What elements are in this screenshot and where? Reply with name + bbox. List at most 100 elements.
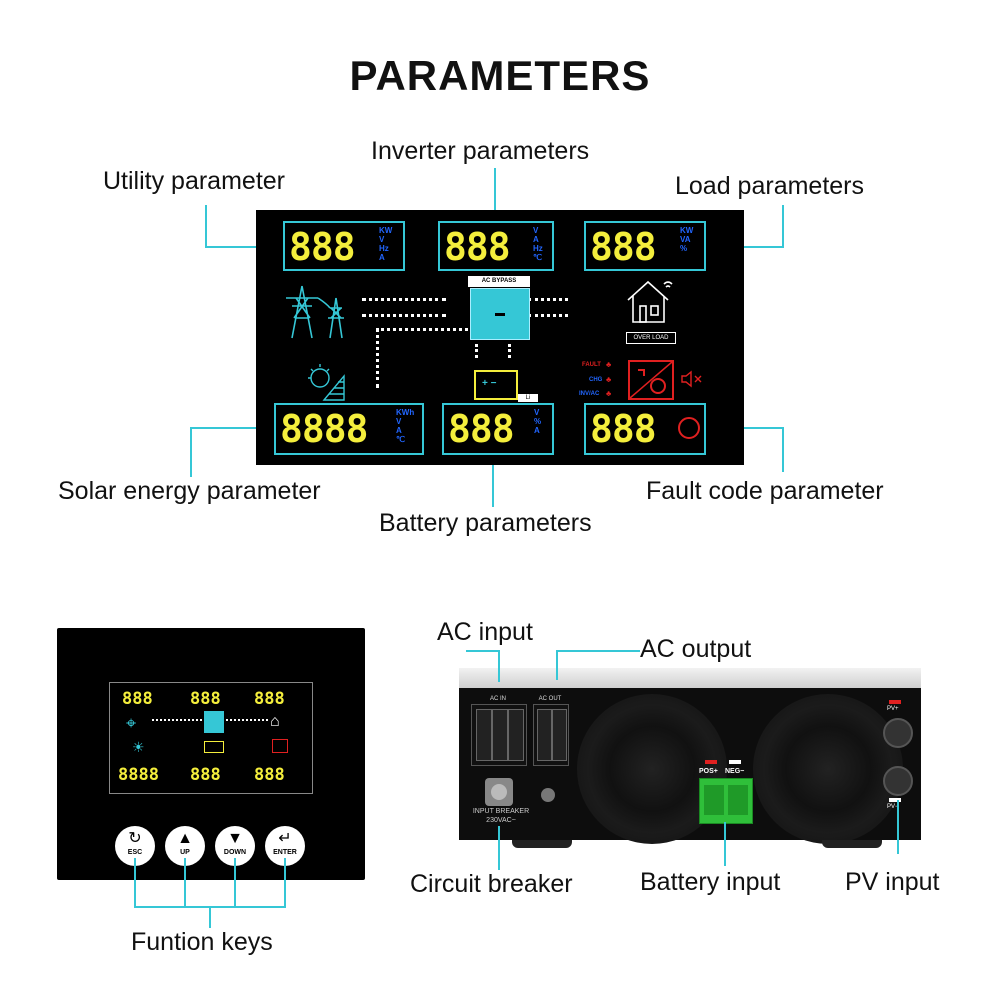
mini-fault-digits: 888 [254,765,285,785]
battery-readout: 888 V % A [442,403,554,455]
leader-ac-output-v [556,650,558,680]
down-button[interactable]: ▼ DOWN [215,826,255,866]
ac-in-label: AC IN [489,696,506,702]
unit-v: V [534,408,540,417]
device-foot-right [822,840,882,848]
load-readout: 888 KW VA % [584,221,706,271]
unit-celsius: ℃ [533,253,542,262]
fault-buzzer-icon [678,417,700,439]
mini-solar-digits: 8888 [118,765,159,785]
fault-readout: 888 [584,403,706,455]
battery-units: V % A [534,408,541,435]
label-utility-parameter: Utility parameter [103,167,285,195]
unit-a: A [396,426,402,435]
esc-label: ESC [127,849,143,856]
pos-label: POS+ [699,768,718,775]
label-ac-input: AC input [437,618,533,646]
leader-ac-output-h [556,650,640,652]
battery-icon: + − [474,370,518,400]
label-solar-energy-parameter: Solar energy parameter [58,477,321,505]
pv-negative-connector[interactable] [883,766,913,796]
status-inv: INV/AC [579,391,600,397]
fault-digits: 888 [590,407,657,451]
leader-fault-h [706,427,784,429]
leader-solar [190,427,192,477]
leader-battery [492,455,494,507]
panel-mini-lcd: 888 888 888 ⌖ ⌂ ☀ 8888 888 888 [109,682,313,794]
front-panel: 888 888 888 ⌖ ⌂ ☀ 8888 888 888 ↻ ESC ▲ U… [57,628,365,880]
up-label: UP [180,849,190,856]
triangle-up-icon: ▲ [177,830,193,847]
unit-celsius: ℃ [396,435,405,444]
triangle-down-icon: ▼ [227,830,243,847]
unit-a: A [533,235,539,244]
device-foot-left [512,840,572,848]
label-function-keys: Funtion keys [131,928,273,956]
battery-arrow-up [508,344,511,358]
unit-hz: Hz [533,244,543,253]
mini-inverter-icon [204,711,224,733]
unit-a: A [534,426,540,435]
mini-arrow-right [226,719,268,721]
input-breaker-knob[interactable] [485,778,513,806]
pv-neg-label: PV− [887,804,899,810]
pv-pos-label: PV+ [887,706,899,712]
label-load-parameters: Load parameters [675,172,865,200]
leader-pv-input [897,800,899,854]
page-title: PARAMETERS [349,52,651,99]
leader-ac-input [498,650,500,682]
status-chg: CHG [589,377,603,383]
unit-kw: KW [680,226,694,235]
inverter-icon [470,288,530,340]
leader-battery-input [724,822,726,866]
mini-fault-icon [272,739,288,753]
solar-path-top [376,328,468,331]
mini-battery-digits: 888 [190,765,221,785]
unit-kw: KW [379,226,393,235]
power-tower-icon [286,285,344,339]
solar-units: KWh V A ℃ [396,408,414,444]
utility-digits: 888 [289,225,356,269]
fault-led-icon: ♣ [606,360,612,369]
inverter-digits: 888 [444,225,511,269]
label-battery-parameters: Battery parameters [379,509,592,537]
utility-to-inverter-arrow-1 [362,298,446,301]
utility-to-inverter-arrow-2 [362,314,446,317]
utility-units: KW V Hz A [379,226,392,262]
down-label: DOWN [223,849,247,856]
device-back-panel: AC IN AC OUT INPUT BREAKER 230VAC~ POS+ … [459,688,921,844]
enter-label: ENTER [273,849,297,856]
leader-key-up [184,858,186,908]
battery-terminal-block [699,778,753,824]
ac-in-terminal-block [471,704,527,766]
device-top-edge [459,668,921,688]
ac-out-label: AC OUT [538,696,562,702]
pv-neg-tab [889,798,901,802]
overload-badge: OVER LOAD [626,332,676,344]
inverter-units: V A Hz ℃ [533,226,543,262]
enter-icon: ↵ [278,830,292,847]
chg-led-icon: ♣ [606,375,612,384]
input-breaker-label: INPUT BREAKER [472,808,530,815]
load-units: KW VA % [680,226,693,253]
solar-path-vertical [376,328,379,388]
leader-utility-h [205,246,283,248]
leader-circuit-breaker [498,826,500,870]
unit-a: A [379,253,385,262]
pv-positive-connector[interactable] [883,718,913,748]
leader-key-down [234,858,236,908]
label-pv-input: PV input [845,868,940,896]
ac-out-terminal-block [533,704,569,766]
cooling-fan-right [753,694,903,844]
mini-arrow-left [152,719,202,721]
solar-readout: 8888 KWh V A ℃ [274,403,424,455]
pv-pos-tab [889,700,901,704]
leader-ac-input-h [466,650,500,652]
mute-icon [681,370,702,388]
undo-icon: ↻ [128,830,142,847]
battery-digits: 888 [448,407,515,451]
mini-house-icon: ⌂ [270,713,280,730]
voltage-label: 230VAC~ [486,817,516,824]
label-fault-code-parameter: Fault code parameter [646,477,884,505]
mini-battery-icon [204,741,224,753]
